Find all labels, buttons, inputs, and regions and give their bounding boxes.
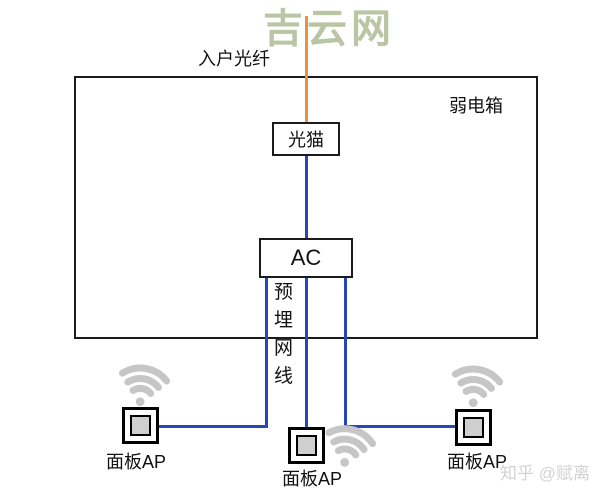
ac-to-right-ap-wire-horizontal	[344, 425, 457, 428]
wifi-signal-icon	[315, 406, 385, 476]
ac-controller-label: AC	[290, 245, 322, 270]
panel-ap-device	[288, 427, 325, 464]
panel-ap-device	[122, 407, 159, 444]
ac-to-right-ap-wire-vertical	[344, 276, 347, 428]
ac-controller-box: AC	[259, 238, 353, 278]
wifi-signal-icon	[110, 346, 177, 413]
fiber-label: 入户光纤	[198, 49, 270, 69]
weak-current-box-label: 弱电箱	[449, 96, 503, 116]
wifi-signal-icon	[443, 347, 510, 414]
cable-char-3: 网	[274, 338, 294, 359]
ac-to-center-ap-wire	[305, 276, 308, 429]
ap-port-square	[296, 435, 317, 456]
panel-ap-device	[455, 409, 492, 446]
optical-modem-box: 光猫	[272, 122, 340, 156]
embedded-cable-label: 预 埋 网 线	[274, 283, 293, 386]
optical-modem-label: 光猫	[288, 130, 324, 150]
modem-to-ac-wire	[305, 154, 308, 240]
fiber-wire	[305, 16, 308, 122]
panel-ap-label-right: 面板AP	[447, 452, 508, 472]
author-watermark: 知乎 @赋离	[500, 464, 590, 483]
ap-port-square	[130, 415, 151, 436]
ac-to-left-ap-wire-vertical	[265, 276, 268, 428]
ap-port-square	[463, 417, 484, 438]
panel-ap-label-center: 面板AP	[282, 469, 343, 489]
ac-to-left-ap-wire-horizontal	[158, 425, 268, 428]
site-watermark: 吉云网	[263, 7, 395, 51]
cable-char-4: 线	[274, 366, 294, 387]
cable-char-2: 埋	[274, 310, 294, 331]
cable-char-1: 预	[274, 282, 294, 303]
panel-ap-label-left: 面板AP	[106, 452, 167, 472]
